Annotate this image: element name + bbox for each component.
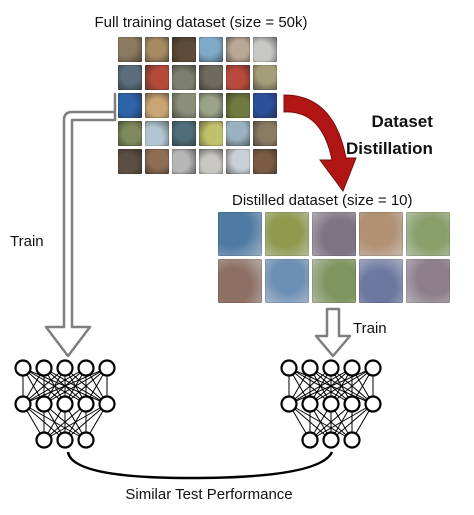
distilled-image-1 <box>218 212 262 256</box>
network-node <box>14 359 32 377</box>
full-dataset-thumbnail-10 <box>199 65 223 90</box>
network-edge <box>22 367 66 405</box>
network-edge <box>330 403 374 441</box>
full-dataset-thumbnail-12 <box>253 65 277 90</box>
network-node <box>56 359 74 377</box>
network-node <box>301 359 319 377</box>
network-node <box>77 359 95 377</box>
network-node <box>280 395 298 413</box>
network-node <box>343 431 361 449</box>
network-node <box>35 431 53 449</box>
full-dataset-thumbnail-16 <box>199 93 223 118</box>
distilled-image-5 <box>406 212 450 256</box>
full-dataset-thumbnail-15 <box>172 93 196 118</box>
full-dataset-thumbnail-14 <box>145 93 169 118</box>
full-dataset-thumbnail-30 <box>253 149 277 174</box>
full-dataset-thumbnail-20 <box>145 121 169 146</box>
network-node <box>77 431 95 449</box>
network-edge <box>64 367 108 405</box>
network-node <box>14 395 32 413</box>
train-arrow-left <box>44 92 117 358</box>
network-edge <box>330 367 374 405</box>
network-node <box>56 395 74 413</box>
network-edge <box>288 367 332 405</box>
distilled-image-9 <box>359 259 403 303</box>
full-dataset-image-grid <box>118 37 280 174</box>
full-dataset-thumbnail-22 <box>199 121 223 146</box>
full-dataset-thumbnail-8 <box>145 65 169 90</box>
distilled-image-6 <box>218 259 262 303</box>
network-edge <box>309 367 374 405</box>
dataset-distillation-line2: Distillation <box>346 139 433 158</box>
network-node <box>301 395 319 413</box>
network-edge <box>64 403 108 441</box>
distilled-image-8 <box>312 259 356 303</box>
network-edge <box>22 367 87 405</box>
network-node <box>322 395 340 413</box>
network-node <box>56 431 74 449</box>
distilled-dataset-image-grid <box>218 212 450 303</box>
network-node <box>322 359 340 377</box>
train-label-right: Train <box>353 320 387 337</box>
full-dataset-thumbnail-28 <box>199 149 223 174</box>
distilled-image-10 <box>406 259 450 303</box>
full-dataset-thumbnail-13 <box>118 93 142 118</box>
distilled-image-3 <box>312 212 356 256</box>
train-label-left: Train <box>10 233 44 250</box>
network-node <box>322 431 340 449</box>
full-dataset-thumbnail-4 <box>199 37 223 62</box>
full-dataset-title: Full training dataset (size = 50k) <box>94 14 308 31</box>
full-dataset-thumbnail-27 <box>172 149 196 174</box>
distilled-dataset-title: Distilled dataset (size = 10) <box>232 192 413 209</box>
distilled-image-7 <box>265 259 309 303</box>
distilled-image-2 <box>265 212 309 256</box>
network-node <box>301 431 319 449</box>
full-dataset-thumbnail-5 <box>226 37 250 62</box>
full-dataset-thumbnail-2 <box>145 37 169 62</box>
train-arrow-right <box>314 307 352 358</box>
full-dataset-thumbnail-17 <box>226 93 250 118</box>
full-dataset-thumbnail-19 <box>118 121 142 146</box>
network-edge <box>43 403 108 441</box>
network-node <box>280 359 298 377</box>
dataset-distillation-label: Dataset Distillation <box>346 108 433 162</box>
full-dataset-thumbnail-24 <box>253 121 277 146</box>
network-edge <box>309 403 374 441</box>
full-dataset-thumbnail-23 <box>226 121 250 146</box>
full-dataset-thumbnail-9 <box>172 65 196 90</box>
network-node <box>364 395 382 413</box>
similar-performance-label: Similar Test Performance <box>125 486 293 503</box>
distilled-image-4 <box>359 212 403 256</box>
full-dataset-thumbnail-26 <box>145 149 169 174</box>
full-dataset-thumbnail-1 <box>118 37 142 62</box>
similar-performance-curve <box>66 451 334 480</box>
network-node <box>35 395 53 413</box>
full-dataset-thumbnail-7 <box>118 65 142 90</box>
full-dataset-thumbnail-18 <box>253 93 277 118</box>
full-dataset-thumbnail-29 <box>226 149 250 174</box>
neural-network-right <box>280 359 382 449</box>
network-edge <box>288 367 353 405</box>
full-dataset-thumbnail-3 <box>172 37 196 62</box>
network-edge <box>309 403 353 441</box>
network-node <box>343 359 361 377</box>
full-dataset-thumbnail-11 <box>226 65 250 90</box>
network-node <box>98 359 116 377</box>
network-node <box>35 359 53 377</box>
network-node <box>98 395 116 413</box>
network-node <box>343 395 361 413</box>
neural-network-left <box>14 359 116 449</box>
network-edge <box>288 367 374 405</box>
network-node <box>364 359 382 377</box>
full-dataset-thumbnail-21 <box>172 121 196 146</box>
network-node <box>77 395 95 413</box>
network-edge <box>43 403 87 441</box>
dataset-distillation-line1: Dataset <box>371 112 433 131</box>
network-edge <box>22 367 108 405</box>
full-dataset-thumbnail-25 <box>118 149 142 174</box>
full-dataset-thumbnail-6 <box>253 37 277 62</box>
network-edge <box>43 367 108 405</box>
distillation-arrow <box>283 94 357 193</box>
